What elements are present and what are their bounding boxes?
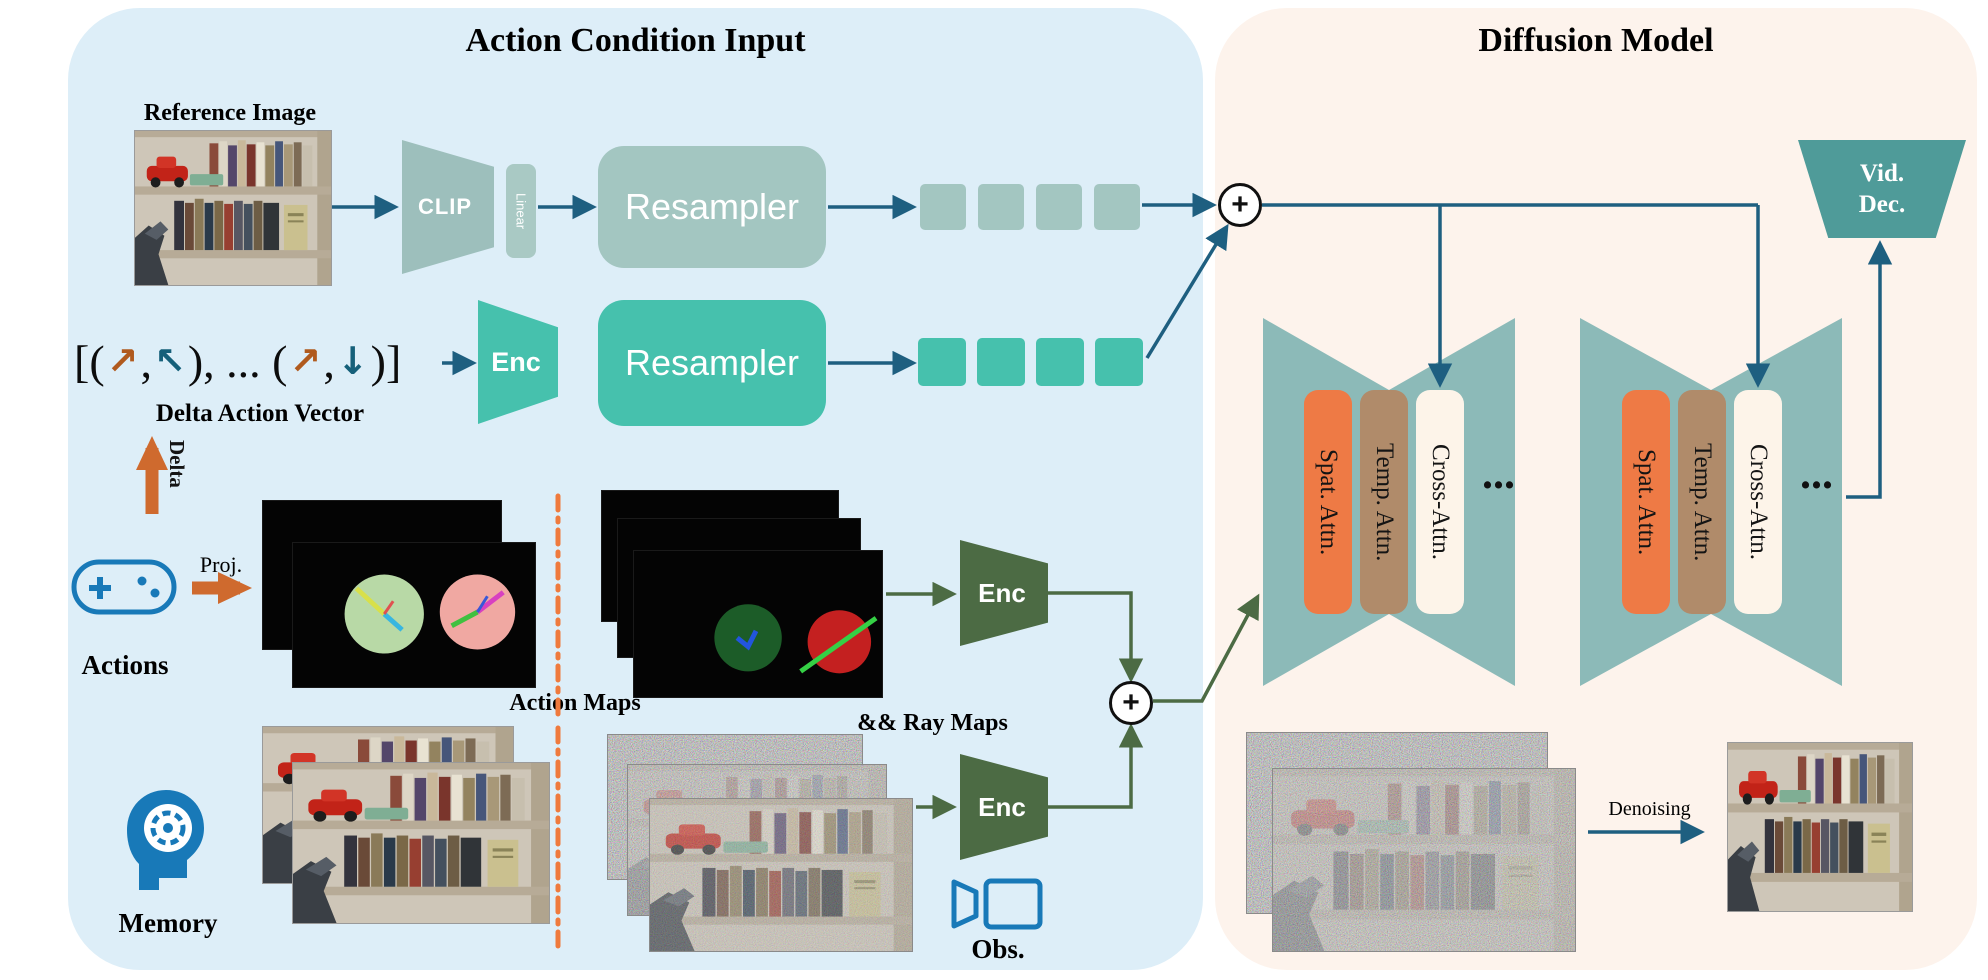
bookshelf-photo-icon xyxy=(135,131,331,285)
resampler-image: Resampler xyxy=(598,146,826,268)
actions-label: Actions xyxy=(81,650,169,680)
sum-node-top: + xyxy=(1218,183,1262,227)
resampler-action: Resampler xyxy=(598,300,826,426)
memory-photo-front xyxy=(292,762,550,924)
ellipsis-block-2: ... xyxy=(1800,449,1833,498)
image-token-3 xyxy=(1036,184,1082,230)
ray-maps-label: && Ray Maps xyxy=(857,710,1008,736)
action-token-3 xyxy=(1036,338,1084,386)
linear-label: Linear xyxy=(513,192,529,230)
cross-attn-label: Cross-Attn. xyxy=(1427,444,1454,560)
action-token-2 xyxy=(977,338,1025,386)
action-arrow-icon: ↗ xyxy=(289,339,322,383)
left-panel-title: Action Condition Input xyxy=(465,22,806,59)
vector-comma: , xyxy=(140,335,152,387)
vector-middle: ), ... ( xyxy=(187,335,288,387)
memory-label: Memory xyxy=(118,908,218,938)
obs-label: Obs. xyxy=(971,934,1025,964)
denoised-output-photo xyxy=(1727,742,1913,912)
proj-label: Proj. xyxy=(199,552,243,577)
vector-comma: , xyxy=(323,335,335,387)
action-arrow-icon: ↖ xyxy=(153,339,186,383)
cross-attn-block-1: Cross-Attn. xyxy=(1416,390,1464,614)
enc-delta-label: Enc xyxy=(491,346,541,377)
spat-attn-label: Spat. Attn. xyxy=(1633,448,1660,556)
image-token-4 xyxy=(1094,184,1140,230)
gamepad-icon xyxy=(71,559,177,615)
delta-arrow-label: Delta xyxy=(165,440,189,488)
temp-attn-label: Temp. Attn. xyxy=(1689,442,1716,562)
action-map-gauges-icon xyxy=(344,574,516,654)
reference-image-label: Reference Image xyxy=(143,100,317,126)
vid-dec-label-line2: Dec. xyxy=(1858,191,1906,218)
action-maps-label: Action Maps xyxy=(509,690,641,716)
delta-action-vector: [( ↗ , ↖ ), ... ( ↗ , ↓ )] xyxy=(74,326,446,396)
right-panel-title: Diffusion Model xyxy=(1478,22,1714,59)
action-map-frame-front xyxy=(292,542,536,688)
action-token-1 xyxy=(918,338,966,386)
denoising-label: Denoising xyxy=(1608,798,1691,820)
image-token-2 xyxy=(978,184,1024,230)
resampler-action-label: Resampler xyxy=(624,342,800,383)
ellipsis-block-1: ... xyxy=(1482,449,1515,498)
vector-open-bracket: [( xyxy=(74,335,105,387)
obs-photo-frame-front xyxy=(649,798,913,952)
image-token-1 xyxy=(920,184,966,230)
ray-map-frame-front xyxy=(633,550,883,698)
linear-projection: Linear xyxy=(506,164,536,258)
sum-node-bottom: + xyxy=(1109,681,1153,725)
delta-action-vector-label: Delta Action Vector xyxy=(155,400,365,427)
ray-map-gauges-icon xyxy=(714,604,878,674)
action-arrow-icon: ↓ xyxy=(336,339,369,383)
temp-attn-block-2: Temp. Attn. xyxy=(1678,390,1726,614)
camera-icon xyxy=(951,878,1043,930)
action-token-4 xyxy=(1095,338,1143,386)
enc-action-label: Enc xyxy=(978,577,1026,608)
spat-attn-label: Spat. Attn. xyxy=(1315,448,1342,556)
clip-label: CLIP xyxy=(417,194,473,219)
resampler-image-label: Resampler xyxy=(624,186,800,227)
spat-attn-block-2: Spat. Attn. xyxy=(1622,390,1670,614)
vid-dec-label-line1: Vid. xyxy=(1859,159,1905,187)
spat-attn-block-1: Spat. Attn. xyxy=(1304,390,1352,614)
plus-icon: + xyxy=(1231,188,1249,221)
cross-attn-label: Cross-Attn. xyxy=(1745,444,1772,560)
temp-attn-block-1: Temp. Attn. xyxy=(1360,390,1408,614)
action-arrow-icon: ↗ xyxy=(106,339,139,383)
noisy-latent-frame-front xyxy=(1272,768,1576,952)
cross-attn-block-2: Cross-Attn. xyxy=(1734,390,1782,614)
plus-icon: + xyxy=(1122,686,1140,719)
vector-close-bracket: )] xyxy=(370,335,402,387)
temp-attn-label: Temp. Attn. xyxy=(1371,442,1398,562)
enc-obs-label: Enc xyxy=(978,791,1026,822)
video-decoder: Vid. Dec. xyxy=(1798,140,1966,238)
reference-image-photo xyxy=(134,130,332,286)
memory-brain-icon xyxy=(127,790,204,890)
